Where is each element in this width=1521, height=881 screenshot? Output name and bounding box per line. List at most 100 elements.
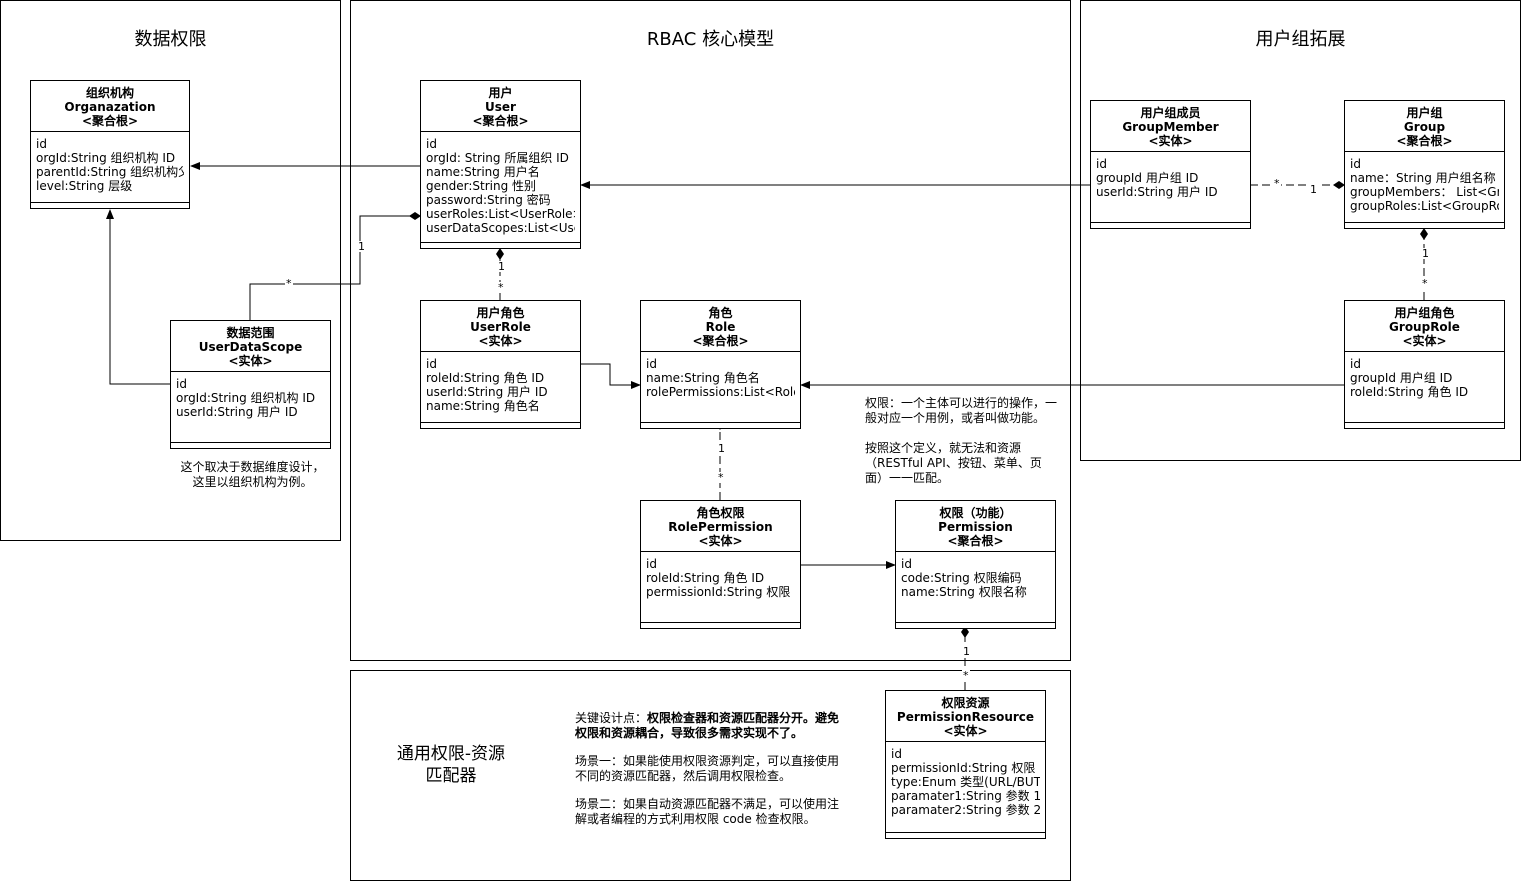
class-methods-compartment [421,422,580,428]
class-attribute: name:String 角色名 [426,399,540,413]
note-line: 面）一一匹配。 [865,471,950,485]
class-methods-compartment [1091,222,1250,228]
class-methods-compartment [896,622,1055,628]
class-attribute: userId:String 用户 ID [426,385,548,399]
class-stereotype: <实体> [228,354,273,368]
class-attribute: id [36,137,47,151]
class-name-cn: 权限资源 [941,696,990,710]
class-attribute: rolePermissions:List<RolePermission> [646,385,795,399]
class-attribute: name:String 角色名 [646,371,760,385]
note-line: 般对应一个用例，或者叫做功能。 [865,411,1046,425]
class-stereotype: <实体> [943,724,988,738]
multiplicity-label: 1 [357,240,366,253]
class-stereotype: <实体> [1402,334,1447,348]
class-attribute: password:String 密码 [426,193,551,207]
class-methods-compartment [31,202,189,208]
multiplicity-label: * [497,281,505,294]
class-name-cn: 角色权限 [696,506,745,520]
class-attribute: permissionId:String 权限 ID [891,761,1040,775]
class-attribute: orgId:String 组织机构 ID [36,151,176,165]
class-name-cn: 用户组成员 [1140,106,1201,120]
class-stereotype: <聚合根> [472,114,529,128]
class-attribute: permissionId:String 权限 ID [646,585,795,599]
class-name-cn: 用户组角色 [1394,306,1455,320]
class-attribute: groupMembers： List<GroupMember> [1350,185,1499,199]
panel-title: 通用权限-资源匹配器 [396,744,506,786]
multiplicity-label: 1 [962,645,971,658]
class-name-en: PermissionResource [896,710,1035,724]
multiplicity-label: * [1273,177,1281,190]
class-attribute: paramater2:String 参数 2 [891,803,1040,817]
class-attribute: paramater1:String 参数 1 [891,789,1040,803]
class-attribute: roleId:String 角色 ID [1350,385,1469,399]
class-attribute: orgId: String 所属组织 ID [426,151,569,165]
class-name-en: GroupRole [1389,320,1460,334]
permission-note: 权限：一个主体可以进行的操作，一 般对应一个用例，或者叫做功能。 按照这个定义，… [865,396,1065,486]
design-lead: 关键设计点： [575,711,648,725]
note-line: 这里以组织机构为例。 [192,475,313,489]
multiplicity-label: * [962,669,970,682]
class-name-cn: 用户 [488,86,513,100]
class-name-en: UserDataScope [198,340,303,354]
design-bold: 权限检查器和资源匹配器分开。避免权限和资源耦合，导致很多需求实现不了。 [575,711,840,740]
panel-title: 用户组拓展 [1255,29,1346,50]
class-methods-compartment [421,242,580,248]
multiplicity-label: 1 [497,260,506,273]
class-attribute: id [426,357,437,371]
class-name-cn: 权限（功能） [939,506,1012,520]
class-methods-compartment [171,442,330,448]
class-name-en: UserRole [470,320,531,334]
class-methods-compartment [641,422,800,428]
panel-title: 数据权限 [134,29,207,50]
class-attribute: userRoles:List<UserRole> 用户角色 [426,207,575,221]
class-methods-compartment [886,832,1045,838]
note-line: 这个取决于数据维度设计， [180,460,325,474]
multiplicity-label: * [1421,277,1429,290]
class-name-en: User [485,100,516,114]
class-name-en: Organazation [64,100,156,114]
edge-datascope-to-user [249,212,421,320]
edge-datascope-to-org [106,209,170,385]
class-name-cn: 用户角色 [476,306,525,320]
design-point: 关键设计点：权限检查器和资源匹配器分开。避免权限和资源耦合，导致很多需求实现不了… [575,711,843,741]
class-attribute: id [1096,157,1107,171]
multiplicity-label: 1 [717,442,726,455]
class-attribute: id [646,357,657,371]
design-notes: 关键设计点：权限检查器和资源匹配器分开。避免权限和资源耦合，导致很多需求实现不了… [575,711,843,840]
class-name-en: Permission [938,520,1013,534]
class-stereotype: <聚合根> [81,114,139,128]
class-attribute: roleId:String 角色 ID [646,571,765,585]
class-attribute: id [901,557,912,571]
class-attribute: roleId:String 角色 ID [426,371,545,385]
class-attribute: id [426,137,437,151]
class-methods-compartment [641,622,800,628]
class-stereotype: <实体> [478,334,523,348]
scene-two: 场景二：如果自动资源匹配器不满足，可以使用注解或者编程的方式利用权限 code … [575,797,840,826]
class-methods-compartment [1345,222,1504,228]
edge-userrole-to-role [580,363,641,389]
class-attribute: name:String 用户名 [426,165,540,179]
